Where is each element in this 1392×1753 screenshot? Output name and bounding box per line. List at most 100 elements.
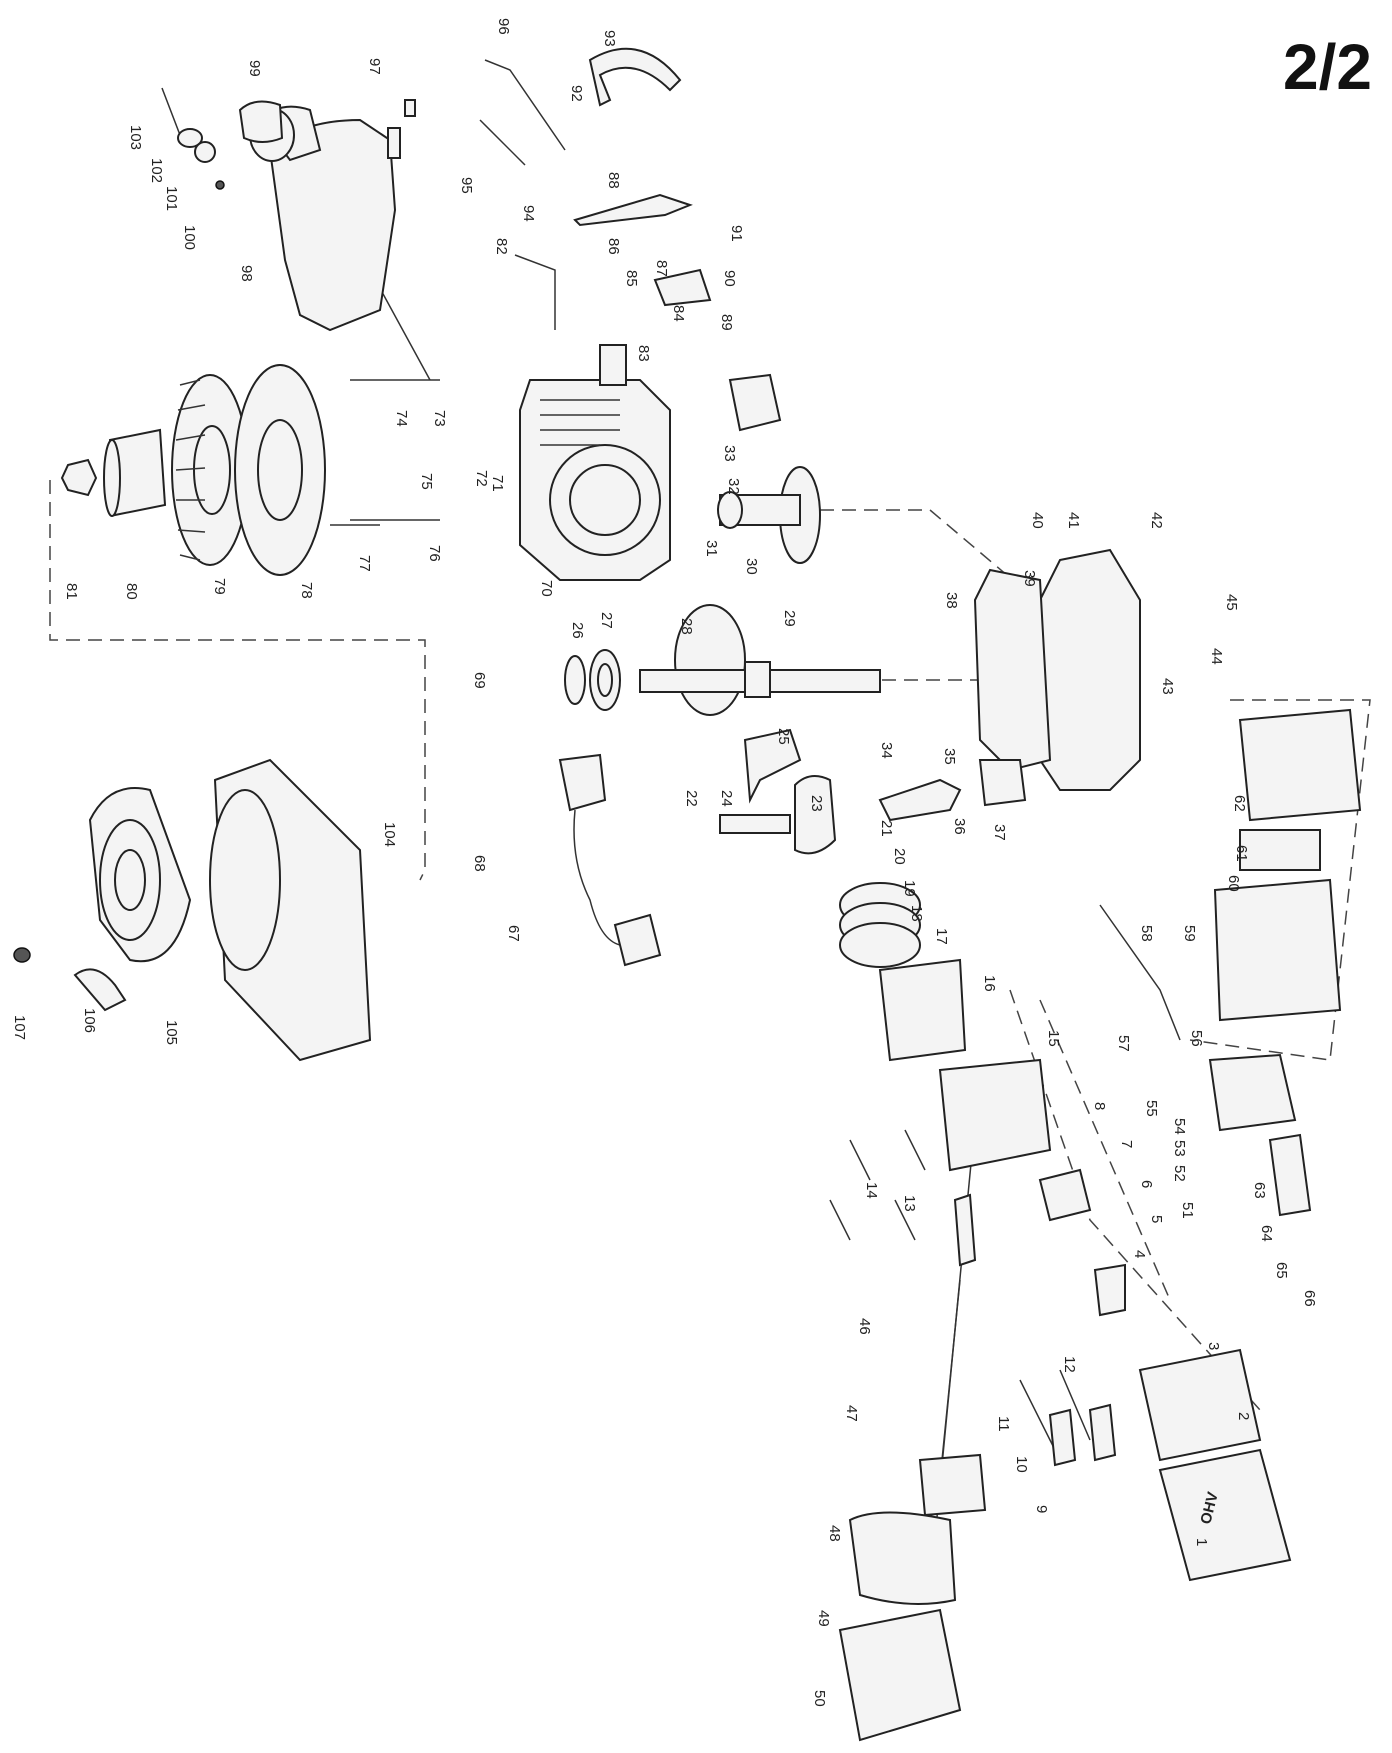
callout-106: 106	[81, 1008, 98, 1034]
callout-19: 19	[901, 880, 918, 897]
callout-55: 55	[1143, 1100, 1160, 1117]
throttle-bracket-icon	[653, 268, 712, 307]
callout-2: 2	[1235, 1412, 1252, 1421]
spark-plug-icon	[953, 1193, 977, 1267]
callout-47: 47	[843, 1405, 860, 1422]
callout-21: 21	[878, 820, 895, 837]
callout-97: 97	[366, 58, 383, 75]
callout-78: 78	[298, 582, 315, 599]
valve-cover-icon	[1158, 1448, 1292, 1582]
governor-lever-icon	[573, 193, 693, 227]
crankcase-icon	[519, 344, 671, 581]
callout-23: 23	[808, 795, 825, 812]
head-gasket-icon	[878, 958, 967, 1062]
callout-80: 80	[123, 583, 140, 600]
callout-86: 86	[605, 238, 622, 255]
callout-17: 17	[933, 928, 950, 945]
callout-56: 56	[1188, 1030, 1205, 1047]
callout-83: 83	[635, 345, 652, 362]
connecting-rod-icon	[743, 728, 802, 804]
callout-90: 90	[721, 270, 738, 287]
callout-63: 63	[1251, 1182, 1268, 1199]
callout-15: 15	[1045, 1030, 1062, 1047]
air-cleaner-cover-icon	[1238, 708, 1362, 822]
callout-31: 31	[703, 540, 720, 557]
stud-bolts-icon	[330, 379, 440, 526]
nut-107-icon	[13, 947, 31, 963]
callout-16: 16	[981, 975, 998, 992]
callout-101: 101	[163, 186, 180, 212]
choke-rod-icon	[1099, 904, 1181, 1041]
callout-44: 44	[1208, 648, 1225, 665]
callout-3: 3	[1205, 1342, 1222, 1351]
muffler-guard-icon	[838, 1608, 962, 1742]
callout-96: 96	[495, 18, 512, 35]
bearing-icon	[564, 649, 621, 711]
callout-87: 87	[653, 260, 670, 277]
nut-icon	[60, 458, 98, 497]
plug-cap-icon	[613, 913, 662, 967]
callout-57: 57	[1115, 1035, 1132, 1052]
callout-52: 52	[1171, 1165, 1188, 1182]
callout-68: 68	[471, 855, 488, 872]
callout-81: 81	[63, 583, 80, 600]
callout-76: 76	[426, 545, 443, 562]
callout-60: 60	[1225, 875, 1242, 892]
callout-35: 35	[941, 748, 958, 765]
breather-tube-icon	[479, 119, 526, 166]
callout-46: 46	[856, 1318, 873, 1335]
callout-30: 30	[743, 558, 760, 575]
callout-105: 105	[163, 1020, 180, 1046]
guide-line-aircleaner	[1189, 699, 1371, 1061]
governor-gear-icon	[728, 373, 782, 432]
callout-6: 6	[1138, 1180, 1155, 1189]
callout-100: 100	[181, 225, 198, 251]
callout-69: 69	[471, 672, 488, 689]
callout-85: 85	[623, 270, 640, 287]
starter-cup-icon	[103, 428, 167, 517]
callout-61: 61	[1233, 845, 1250, 862]
callout-62: 62	[1231, 795, 1248, 812]
camshaft-gear-icon	[717, 466, 821, 564]
guide-line-valves	[1009, 989, 1261, 1411]
callout-64: 64	[1258, 1225, 1275, 1242]
callout-11: 11	[995, 1416, 1012, 1432]
callout-45: 45	[1223, 594, 1240, 611]
callout-51: 51	[1179, 1202, 1196, 1219]
rocker-support-plate-icon	[1038, 1168, 1092, 1222]
callout-102: 102	[148, 158, 165, 184]
callout-28: 28	[678, 618, 695, 635]
callout-38: 38	[943, 592, 960, 609]
cooling-fan-icon	[171, 374, 249, 566]
callout-27: 27	[598, 612, 615, 629]
pushrods-icon	[939, 1279, 961, 1481]
callout-74: 74	[393, 410, 410, 427]
callout-43: 43	[1159, 678, 1176, 695]
callout-25: 25	[775, 728, 792, 745]
air-filter-element-icon	[1239, 829, 1321, 871]
ignition-coil-icon	[558, 753, 607, 812]
head-bolts-icon	[829, 1129, 926, 1241]
callout-49: 49	[815, 1610, 832, 1627]
callout-7: 7	[1118, 1140, 1135, 1149]
callout-82: 82	[493, 238, 510, 255]
recoil-starter-icon	[88, 787, 192, 963]
callout-8: 8	[1091, 1102, 1108, 1111]
valve-rocker-arms-icon	[1093, 1263, 1126, 1317]
cylinder-head-icon	[938, 1058, 1052, 1172]
callout-14: 14	[863, 1182, 880, 1199]
callout-59: 59	[1181, 925, 1198, 942]
callout-5: 5	[1148, 1215, 1165, 1224]
callout-88: 88	[605, 172, 622, 189]
carburetor-icon	[1208, 1053, 1297, 1132]
callout-33: 33	[721, 445, 738, 462]
callout-22: 22	[683, 790, 700, 807]
callout-24: 24	[718, 790, 735, 807]
rocker-arm-icon	[878, 778, 962, 822]
flywheel-icon	[234, 364, 326, 576]
callout-72: 72	[473, 470, 490, 487]
callout-29: 29	[781, 610, 798, 627]
callout-36: 36	[951, 818, 968, 835]
intake-spacers-icon	[1268, 1133, 1312, 1217]
piston-icon	[794, 775, 837, 855]
